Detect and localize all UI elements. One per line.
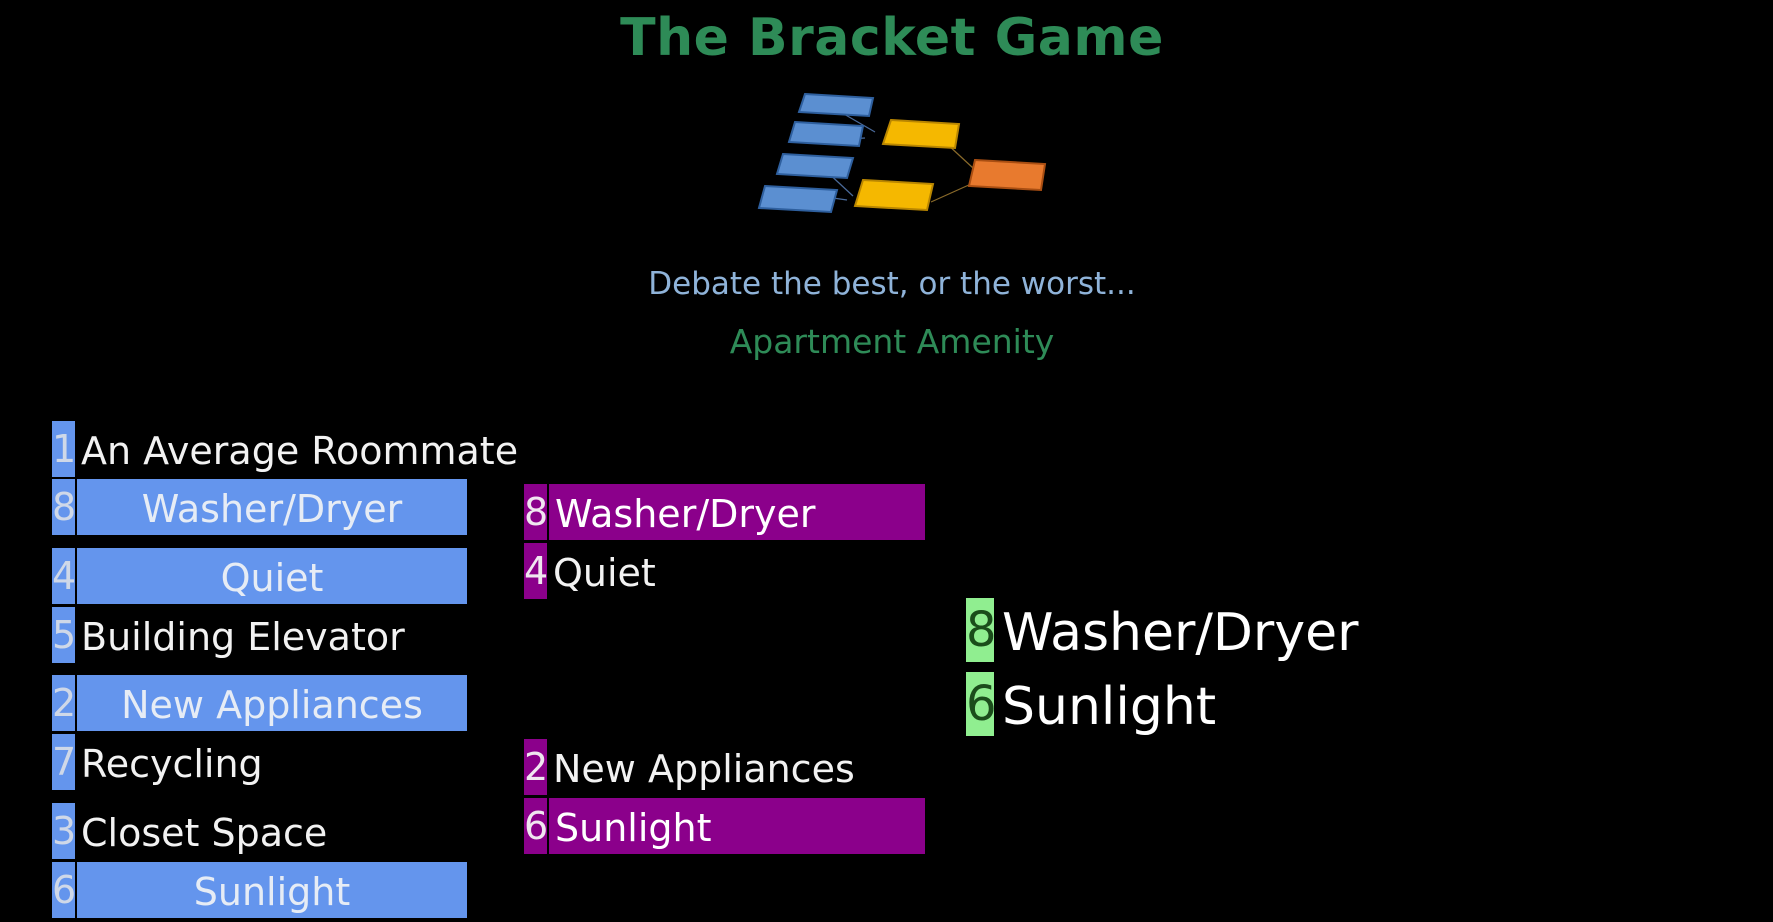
bracket-blocks-logo-icon [757, 92, 1047, 214]
round1-slot[interactable]: 7 Recycling [52, 734, 263, 790]
round1-slot[interactable]: 4 Quiet [52, 548, 467, 604]
seed-badge: 5 [52, 607, 76, 663]
round1-slot[interactable]: 8 Washer/Dryer [52, 479, 467, 535]
page-title: The Bracket Game [620, 8, 1164, 68]
entrant-name: An Average Roommate [81, 429, 519, 473]
round1-slot[interactable]: 6 Sunlight [52, 862, 467, 918]
seed-badge: 3 [52, 803, 76, 859]
entrant-name: Recycling [81, 742, 263, 786]
entrant-name: Washer/Dryer [1002, 603, 1359, 663]
round2-slot[interactable]: 6 Sunlight [524, 798, 925, 854]
round1-slot[interactable]: 5 Building Elevator [52, 607, 405, 663]
round2-slot[interactable]: 8 Washer/Dryer [524, 484, 925, 540]
final-slot[interactable]: 6 Sunlight [966, 672, 1217, 737]
seed-badge: 2 [52, 675, 76, 731]
seed-badge: 8 [524, 484, 548, 540]
seed-badge: 8 [966, 598, 997, 662]
entrant-name: New Appliances [77, 675, 467, 731]
entrant-name: Washer/Dryer [77, 479, 467, 535]
tagline: Debate the best, or the worst... [648, 266, 1136, 302]
entrant-name: New Appliances [553, 747, 855, 791]
entrant-name: Closet Space [81, 811, 328, 855]
round2-slot[interactable]: 2 New Appliances [524, 739, 855, 795]
seed-badge: 2 [524, 739, 548, 795]
entrant-name: Sunlight [549, 798, 925, 854]
seed-badge: 6 [966, 672, 997, 736]
round1-slot[interactable]: 1 An Average Roommate [52, 421, 518, 477]
round1-slot[interactable]: 3 Closet Space [52, 803, 327, 859]
seed-badge: 6 [52, 862, 76, 918]
round1-slot[interactable]: 2 New Appliances [52, 675, 467, 731]
entrant-name: Washer/Dryer [549, 484, 925, 540]
entrant-name: Building Elevator [81, 615, 405, 659]
entrant-name: Sunlight [77, 862, 467, 918]
round2-slot[interactable]: 4 Quiet [524, 543, 656, 599]
seed-badge: 8 [52, 479, 76, 535]
final-slot[interactable]: 8 Washer/Dryer [966, 598, 1359, 663]
seed-badge: 4 [52, 548, 76, 604]
seed-badge: 7 [52, 734, 76, 790]
seed-badge: 1 [52, 421, 76, 477]
seed-badge: 4 [524, 543, 548, 599]
category-label: Apartment Amenity [729, 322, 1055, 361]
entrant-name: Quiet [553, 551, 656, 595]
seed-badge: 6 [524, 798, 548, 854]
entrant-name: Quiet [77, 548, 467, 604]
entrant-name: Sunlight [1002, 677, 1217, 737]
